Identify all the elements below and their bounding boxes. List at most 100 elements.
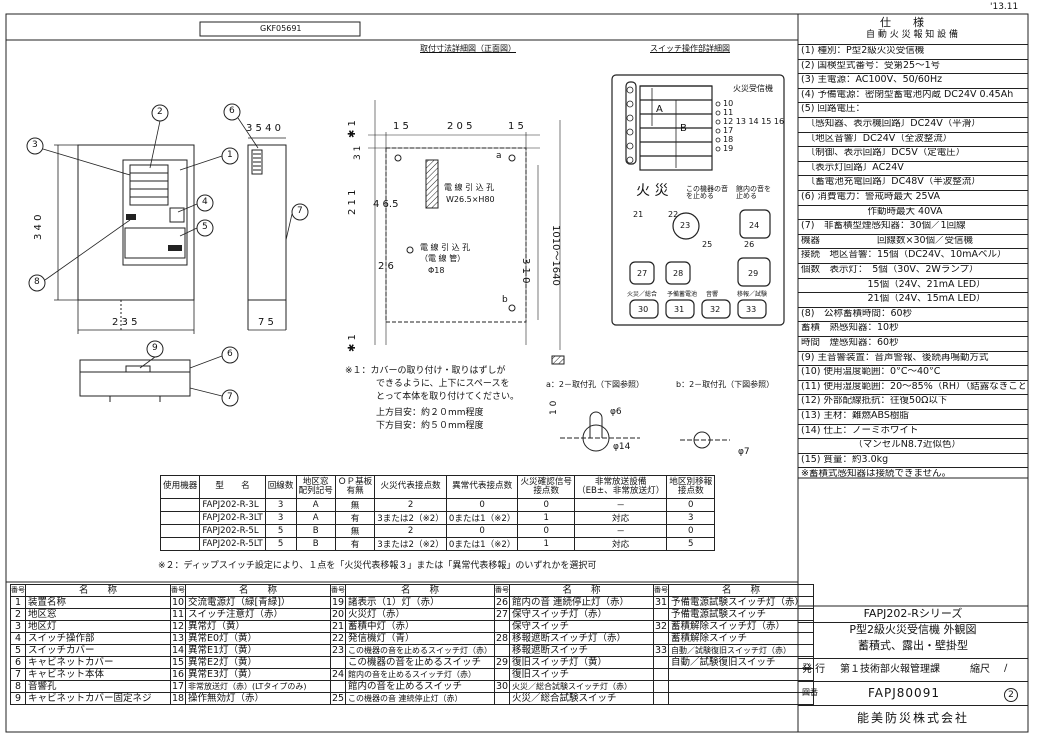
model-header-cell: 地区窓 配列記号 <box>295 475 336 499</box>
title-series: FAPJ202-Rシリーズ <box>798 606 1028 623</box>
cable-hole2-label: 電 線 引 込 孔 <box>420 243 471 252</box>
model-cell: 無 <box>334 498 376 512</box>
panel-arrows <box>651 88 677 168</box>
spec-row-rule <box>798 73 1028 75</box>
spec-row-rule <box>798 263 1028 264</box>
part-number <box>494 668 510 681</box>
issue-label: 発 行 <box>802 664 826 675</box>
phi7: φ7 <box>738 447 750 457</box>
spec-row: 時間 煙感知器：60秒 <box>801 338 899 348</box>
part-name: 予備電源試験スイッチ <box>668 608 814 621</box>
spec-row-rule <box>798 306 1028 308</box>
parts-header-name: 名 称 <box>345 584 495 597</box>
spec-row-rule <box>798 277 1028 279</box>
button-27[interactable]: 27 <box>637 269 648 278</box>
spec-row: 作動時最大 40VA <box>801 206 943 217</box>
spec-row-rule <box>798 438 1028 440</box>
part-name: 移報遮断スイッチ <box>509 644 654 657</box>
callout-2: 2 <box>157 107 163 117</box>
part-name: 復旧スイッチ灯（黄） <box>509 656 654 669</box>
spec-row: (5) 回路電圧： <box>801 104 865 114</box>
spec-row-rule <box>798 336 1028 337</box>
button-32[interactable]: 32 <box>710 305 721 314</box>
model-cell: B <box>295 524 336 538</box>
button-23[interactable]: 23 <box>680 221 691 230</box>
part-number: 18 <box>170 692 186 705</box>
part-number: 10 <box>170 596 186 609</box>
spec-row: 〔表示灯回路〕AC24V <box>801 162 904 173</box>
model-cell <box>159 537 201 551</box>
dim-26: 2 6 <box>378 261 394 272</box>
part-name: 異常E2灯（黄） <box>185 656 331 669</box>
front-view <box>77 144 195 330</box>
part-name: 異常E1灯（黄） <box>185 644 331 657</box>
part-name: 火災灯（赤） <box>345 608 495 621</box>
hole-detail <box>560 411 730 452</box>
part-name: 館内の音を止めるスイッチ <box>345 680 495 693</box>
sheet-border <box>5 13 1029 733</box>
button-28[interactable]: 28 <box>673 269 684 278</box>
spec-row-rule <box>798 190 1028 191</box>
model-cell: 0 <box>517 498 576 512</box>
part-name: 自動／試験復旧スイッチ <box>668 656 814 669</box>
part-name: 蓄積解除スイッチ <box>668 632 814 645</box>
mount-view-title: 取付寸法詳細図（正面図） <box>420 44 516 53</box>
model-cell: A <box>295 498 336 512</box>
model-cell: 0または1（※2） <box>445 537 519 551</box>
spec-row-rule <box>798 102 1028 104</box>
company-name: 能美防災株式会社 <box>856 711 969 725</box>
side-view <box>247 144 287 330</box>
part-name: キャビネットカバー固定ネジ <box>25 692 171 705</box>
part-number: 33 <box>653 644 669 657</box>
part-number <box>653 680 669 693</box>
part-number: 17 <box>170 680 186 693</box>
button-29[interactable]: 29 <box>748 269 759 278</box>
model-header-cell: 使用機器 <box>159 475 201 499</box>
zone-17: 17 <box>723 126 734 135</box>
cable-hole2-sub: （電 線 管） <box>420 254 466 263</box>
cable-hole-dim: W26.5×H80 <box>446 195 495 204</box>
spec-subtitle: 自 動 火 災 報 知 設 備 <box>866 30 959 40</box>
part-name: 蓄積解除スイッチ灯（赤） <box>668 620 814 633</box>
switch-panel <box>611 74 785 326</box>
note1-line2: できるように、上下にスペースを <box>376 379 510 389</box>
callout-9: 9 <box>152 343 158 353</box>
button-30[interactable]: 30 <box>638 305 649 314</box>
part-number: 1 <box>10 596 26 609</box>
model-cell: 3 <box>666 511 716 525</box>
part-name: 地区灯 <box>25 620 171 633</box>
sub-right-label: 館内の音を止める <box>736 185 771 200</box>
spec-row-rule <box>798 219 1028 221</box>
part-number: 20 <box>330 608 346 621</box>
led-25: 25 <box>702 240 713 249</box>
callout-5: 5 <box>202 222 208 232</box>
spec-row: 〔制御、表示回路〕DC5V（定電圧） <box>801 148 966 158</box>
spec-row: (1) 種別：P型2級火災受信機 <box>801 46 925 56</box>
part-name: 保守スイッチ灯（赤） <box>509 608 654 621</box>
button-33[interactable]: 33 <box>746 305 757 314</box>
parts-header-name: 名 称 <box>509 584 654 597</box>
part-name: この機器の音を止めるスイッチ <box>345 656 495 669</box>
dim-211: 2 1 1 <box>347 189 358 215</box>
bottom-label-3: 音響 <box>706 291 719 298</box>
model-cell: 5 <box>666 537 716 551</box>
button-31[interactable]: 31 <box>674 305 685 314</box>
model-cell: 5 <box>264 537 297 551</box>
dim-465: 4 6.5 <box>373 199 399 210</box>
part-number: 4 <box>10 632 26 645</box>
part-number: 28 <box>494 632 510 645</box>
part-number: 14 <box>170 644 186 657</box>
model-cell: 3または2（※2） <box>374 537 447 551</box>
spec-row: (13) 主材：難燃ABS樹脂 <box>801 411 909 421</box>
spec-row-rule <box>798 365 1028 367</box>
spec-row-rule <box>798 204 1028 206</box>
button-24[interactable]: 24 <box>749 221 760 230</box>
spec-row-rule <box>798 321 1028 323</box>
side-vent <box>253 153 261 171</box>
model-header-cell: 回線数 <box>264 475 297 499</box>
spec-row: (10) 使用温度範囲：0°C～40°C <box>801 367 941 377</box>
spec-row-rule <box>798 131 1028 133</box>
spec-row: 15個（24V、21mA LED） <box>801 279 986 290</box>
